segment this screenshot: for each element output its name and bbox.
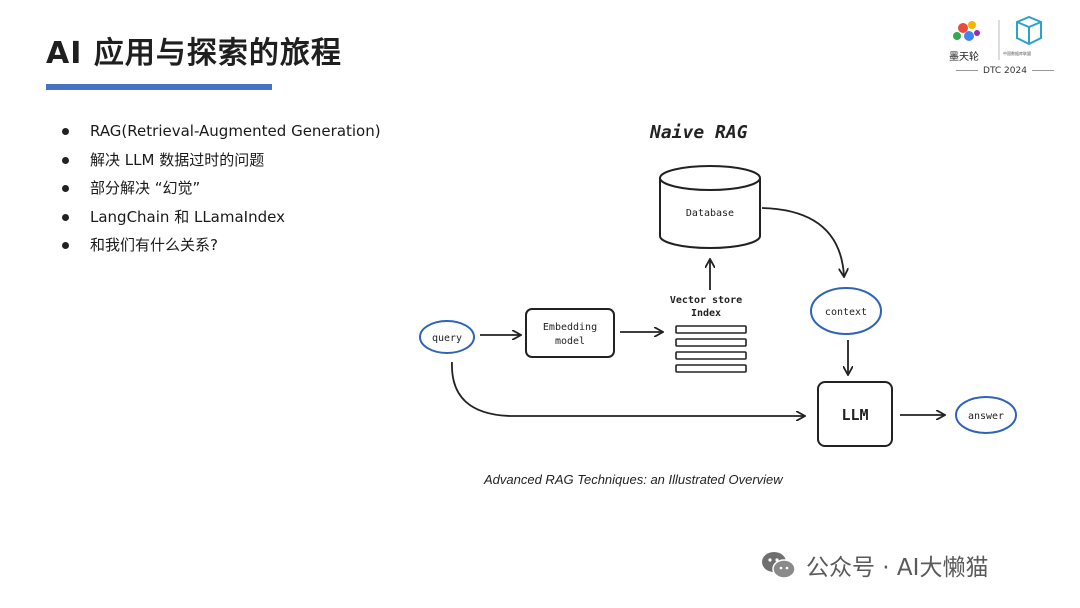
bullet-item: 部分解决 “幻觉” [62, 174, 381, 203]
query-bubble [419, 320, 475, 354]
figure-caption: Advanced RAG Techniques: an Illustrated … [484, 472, 783, 487]
event-logo-area: 墨天轮 中国数据库联盟 DTC 2024 [945, 14, 1065, 84]
bullet-item: RAG(Retrieval-Augmented Generation) [62, 117, 381, 146]
org-logo-text: 中国数据库联盟 [1003, 51, 1031, 56]
llm-box [817, 381, 893, 447]
brand-logo-text: 墨天轮 [949, 52, 979, 63]
bullet-item: 解决 LLM 数据过时的问题 [62, 146, 381, 175]
brand-logo-icon [953, 21, 980, 41]
event-logos [953, 15, 1042, 60]
vector-index-stack [675, 325, 747, 373]
context-label: context [825, 307, 867, 318]
watermark-text: 公众号 · AI大懒猫 [806, 555, 989, 581]
context-bubble [810, 287, 882, 335]
bullet-list: RAG(Retrieval-Augmented Generation) 解决 L… [62, 117, 381, 260]
query-label: query [432, 333, 462, 344]
slide-title: AI 应用与探索的旅程 [46, 36, 342, 71]
embedding-model-box [525, 308, 615, 358]
event-name: DTC 2024 [945, 66, 1065, 76]
arrow-database-to-context [761, 207, 844, 276]
wechat-watermark: 公众号 · AI大懒猫 [760, 549, 988, 581]
database-cylinder [659, 165, 761, 249]
vector-index-label: Index [691, 308, 721, 319]
answer-bubble [955, 396, 1017, 434]
answer-label: answer [968, 411, 1004, 422]
cube-logo-icon [1016, 15, 1042, 46]
arrow-query-to-llm [451, 361, 804, 416]
bullet-item: LangChain 和 LLamaIndex [62, 203, 381, 232]
vector-store-label: Vector store [670, 295, 742, 306]
wechat-icon [762, 552, 796, 579]
naive-rag-diagram: Naive RAG Database Vector store Index Em… [419, 122, 1017, 447]
embedding-label-line1: Embedding [543, 322, 597, 333]
embedding-label-line2: model [555, 336, 585, 347]
diagram-title: Naive RAG [649, 122, 748, 143]
title-underline [46, 84, 272, 90]
database-label: Database [686, 208, 734, 219]
llm-label: LLM [841, 406, 868, 424]
bullet-item: 和我们有什么关系? [62, 231, 381, 260]
